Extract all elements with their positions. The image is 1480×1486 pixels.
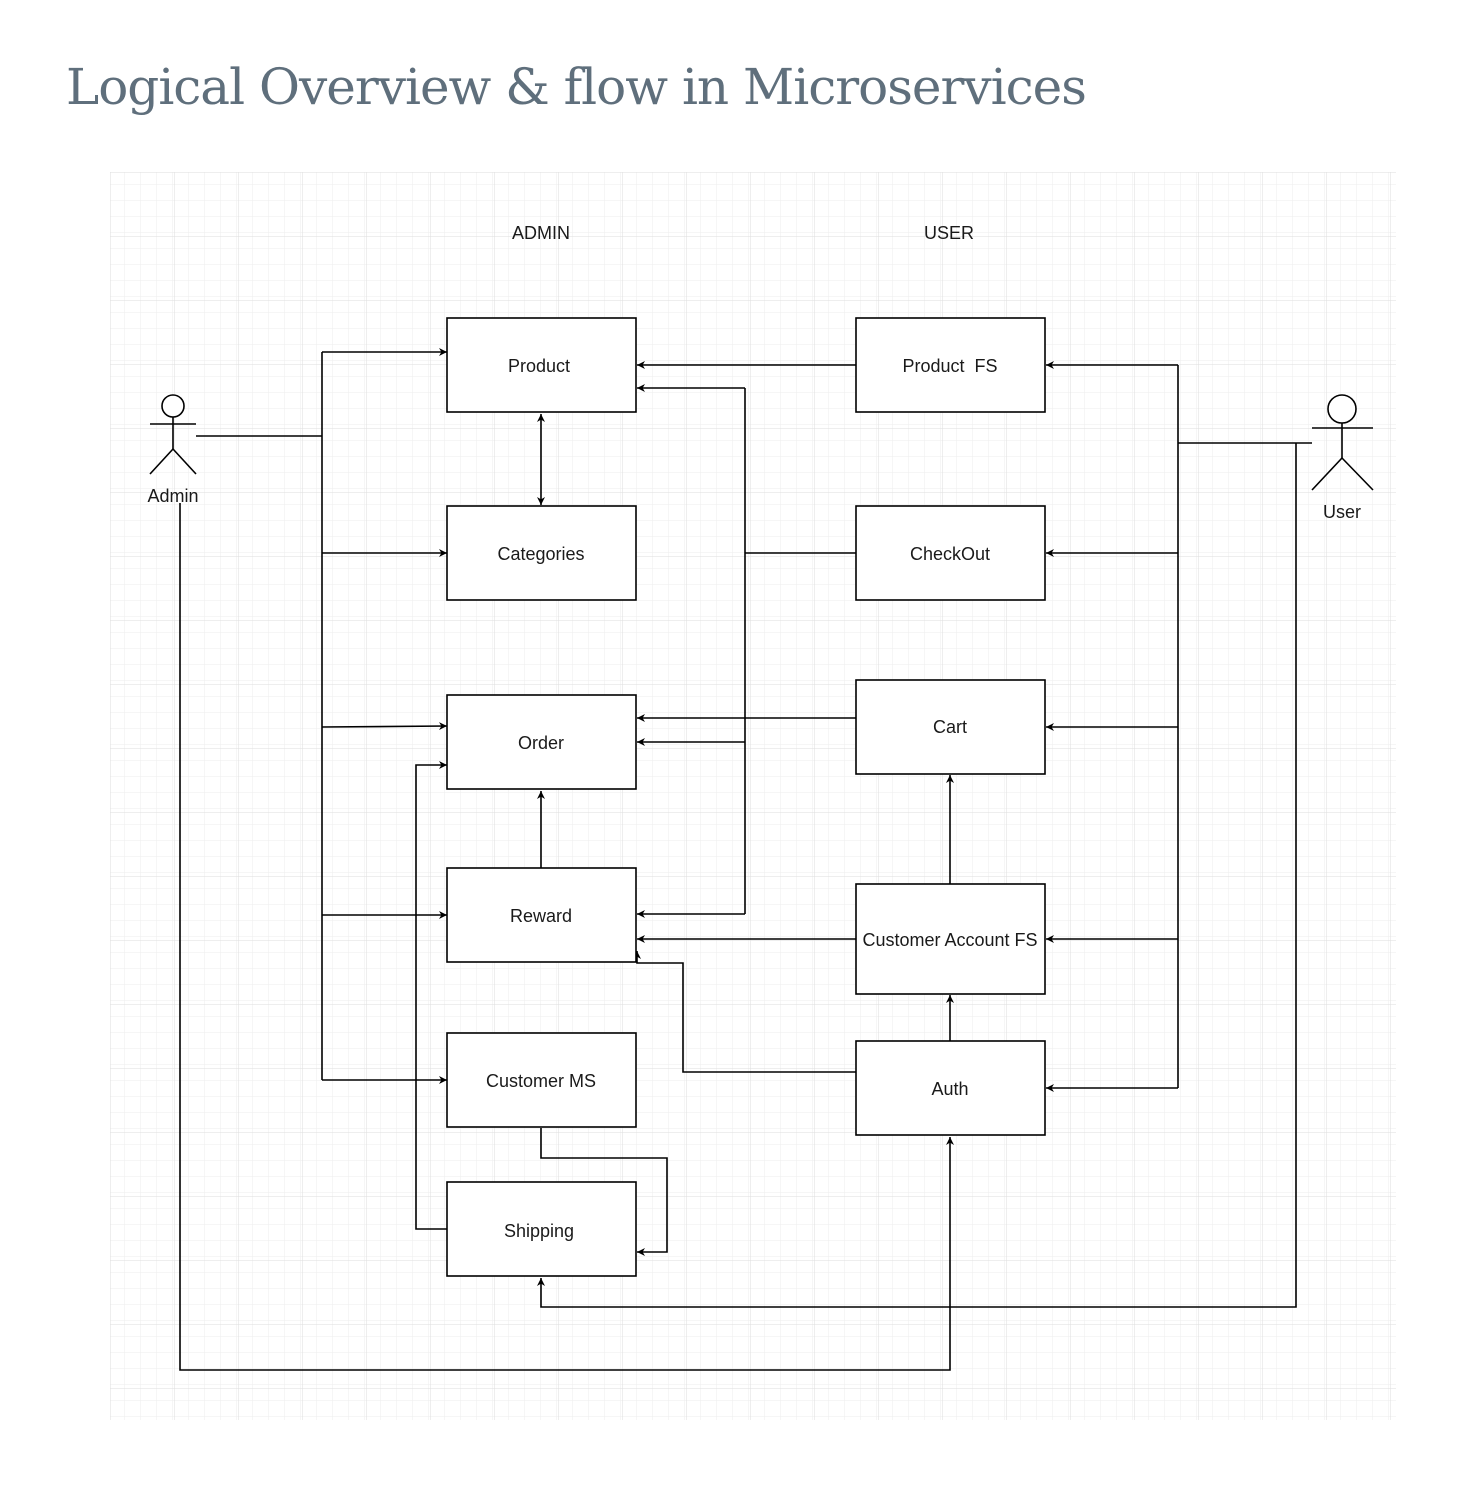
service-product-fs[interactable]: Product FS bbox=[855, 317, 1046, 413]
service-categories[interactable]: Categories bbox=[446, 505, 637, 601]
admin-actor-label: Admin bbox=[147, 486, 198, 506]
edge-user-shipping bbox=[537, 443, 1297, 1308]
edge-customerms-shipping bbox=[540, 1128, 668, 1256]
service-categories-label: Categories bbox=[497, 544, 584, 564]
service-order[interactable]: Order bbox=[446, 694, 637, 790]
service-reward[interactable]: Reward bbox=[446, 867, 637, 963]
service-shipping-label: Shipping bbox=[504, 1221, 574, 1241]
service-customer-account-fs-label: Customer Account FS bbox=[862, 930, 1037, 950]
service-checkout-label: CheckOut bbox=[910, 544, 990, 564]
edge-shipping-order bbox=[415, 761, 447, 1230]
user-actor-label: User bbox=[1323, 502, 1361, 522]
service-auth-label: Auth bbox=[931, 1079, 968, 1099]
service-cart[interactable]: Cart bbox=[855, 679, 1046, 775]
service-checkout[interactable]: CheckOut bbox=[855, 505, 1046, 601]
admin-actor-icon[interactable] bbox=[149, 394, 197, 475]
lane-label-user: USER bbox=[924, 223, 974, 243]
service-product-fs-label: Product FS bbox=[902, 356, 997, 376]
service-reward-label: Reward bbox=[510, 906, 572, 926]
service-customer-ms-label: Customer MS bbox=[486, 1071, 596, 1091]
lane-label-admin: ADMIN bbox=[512, 223, 570, 243]
edge-auth-reward bbox=[633, 951, 856, 1073]
service-customer-account-fs[interactable]: Customer Account FS bbox=[855, 883, 1046, 995]
page-title: Logical Overview & flow in Microservices bbox=[66, 58, 1087, 116]
connectors bbox=[179, 348, 1312, 1371]
service-customer-ms[interactable]: Customer MS bbox=[446, 1032, 637, 1128]
service-order-label: Order bbox=[518, 733, 564, 753]
service-product-label: Product bbox=[508, 356, 570, 376]
grid-canvas bbox=[110, 172, 1396, 1420]
service-auth[interactable]: Auth bbox=[855, 1040, 1046, 1136]
user-actor-icon[interactable] bbox=[1311, 394, 1374, 491]
edge-admin-auth bbox=[179, 503, 954, 1371]
edge-admin-order bbox=[321, 722, 448, 731]
service-shipping[interactable]: Shipping bbox=[446, 1181, 637, 1277]
service-product[interactable]: Product bbox=[446, 317, 637, 413]
service-cart-label: Cart bbox=[933, 717, 967, 737]
